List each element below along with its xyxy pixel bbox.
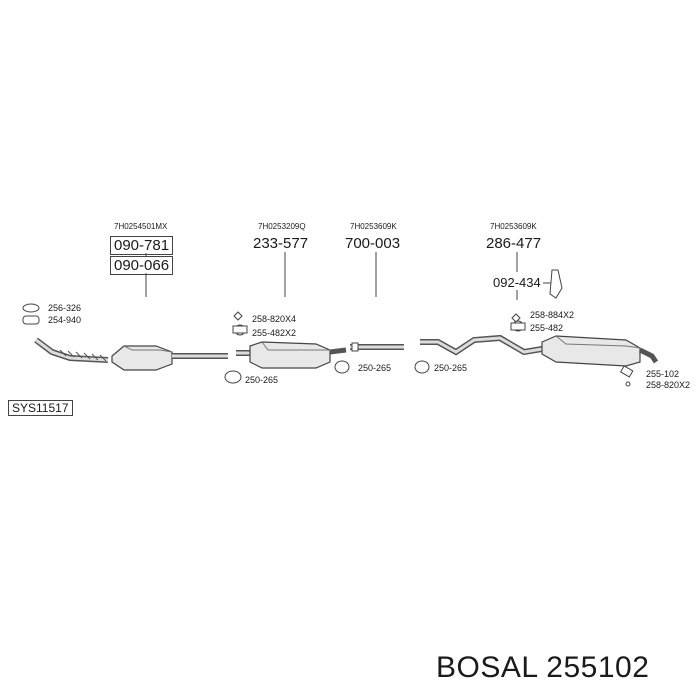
hardware-label-255-482x2[interactable]: 255-482X2 <box>252 328 297 338</box>
hardware-label-250-265-a[interactable]: 250-265 <box>245 375 279 385</box>
hardware-label-250-265-b[interactable]: 250-265 <box>358 363 392 373</box>
oem-label-2: 7H0253209Q <box>258 222 306 231</box>
front-muffler <box>236 341 347 369</box>
hardware-label-255-102[interactable]: 255-102 <box>646 369 680 379</box>
oem-label-1: 7H0254501MX <box>114 222 168 231</box>
part-number-092-434[interactable]: 092-434 <box>493 275 541 290</box>
hardware-label-256-326[interactable]: 256-326 <box>48 303 82 313</box>
brand-part-number: 255102 <box>546 651 650 684</box>
clamp-icons <box>224 360 430 384</box>
rear-mount-icons <box>510 269 634 387</box>
part-number-090-066[interactable]: 090-066 <box>110 256 174 275</box>
hardware-label-255-482[interactable]: 255-482 <box>530 323 564 333</box>
catalyst-assembly <box>34 337 228 371</box>
hardware-label-254-940[interactable]: 254-940 <box>48 315 82 325</box>
part-number-700-003[interactable]: 700-003 <box>345 235 401 252</box>
hardware-label-258-820x2[interactable]: 258-820X2 <box>646 380 691 390</box>
clamp-icon <box>22 315 40 325</box>
brand-name: BOSAL <box>436 651 538 684</box>
hardware-label-258-884x2[interactable]: 258-884X2 <box>530 310 575 320</box>
oem-label-3: 7H0253609K <box>350 222 397 231</box>
middle-pipe <box>350 342 404 352</box>
part-number-233-577[interactable]: 233-577 <box>253 235 309 252</box>
system-code-label: SYS11517 <box>8 400 73 416</box>
gasket-icon <box>22 303 40 313</box>
part-number-090-781[interactable]: 090-781 <box>110 236 174 255</box>
mid-mount-icons <box>232 311 248 336</box>
part-number-286-477[interactable]: 286-477 <box>486 235 542 252</box>
oem-label-4: 7H0253609K <box>490 222 537 231</box>
rear-assembly <box>420 334 659 367</box>
hardware-label-258-820x4[interactable]: 258-820X4 <box>252 314 297 324</box>
hardware-label-250-265-c[interactable]: 250-265 <box>434 363 468 373</box>
footer-brand-part: BOSAL 255102 <box>436 653 649 683</box>
